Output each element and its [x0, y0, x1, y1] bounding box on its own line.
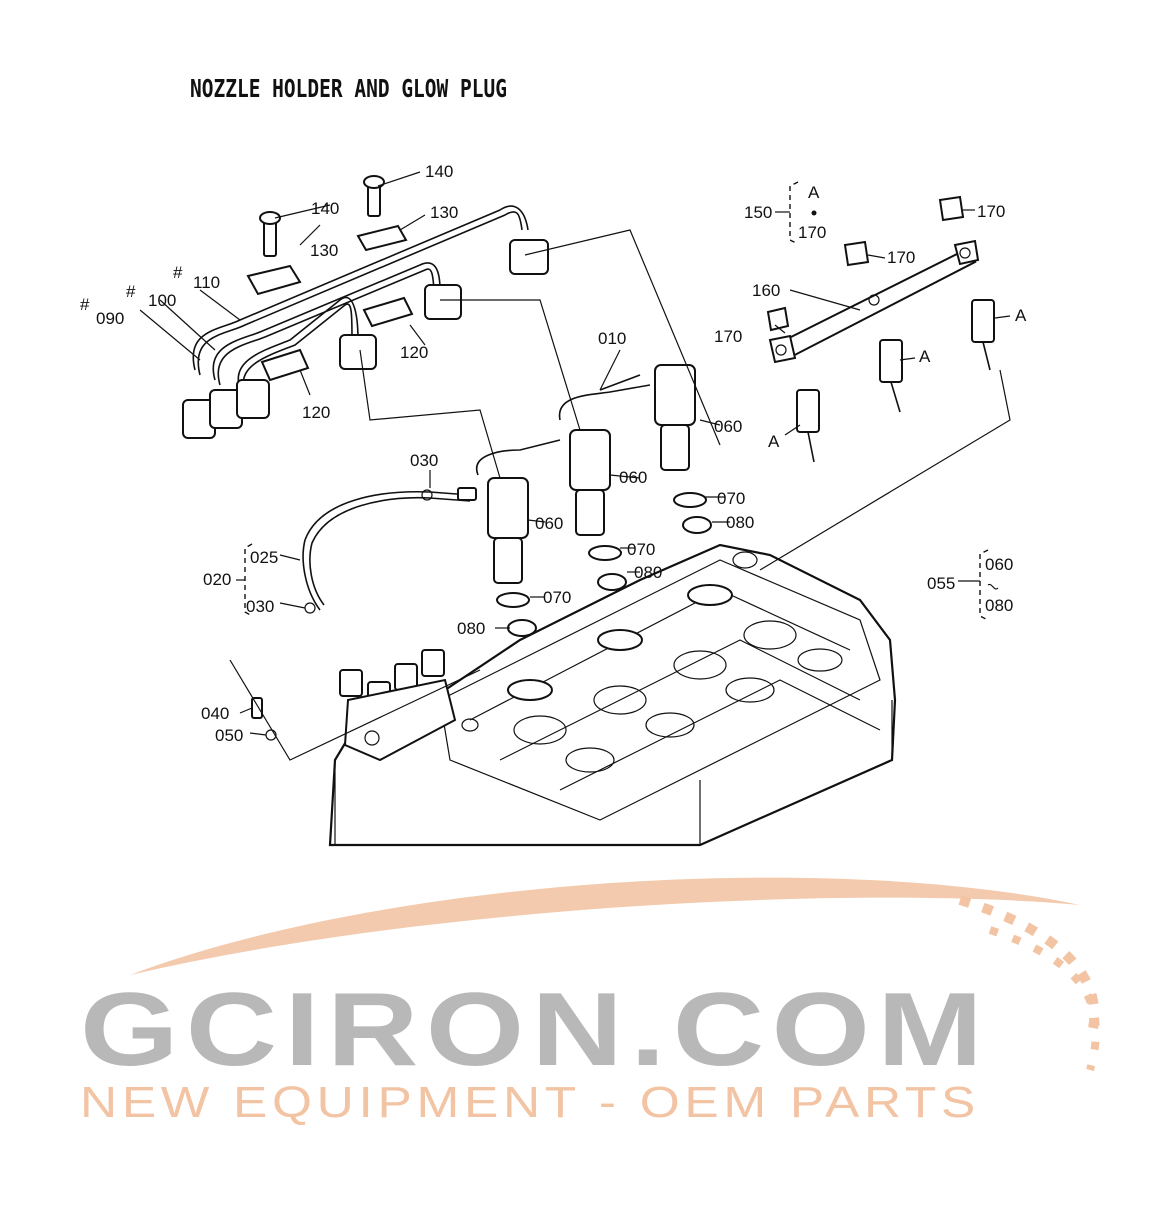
- callout-070-c: 070: [543, 588, 571, 607]
- callout-140-b: 140: [425, 162, 453, 181]
- nozzle-holders: [475, 364, 712, 637]
- injection-pipes: [182, 205, 549, 439]
- callout-010: 010: [598, 329, 626, 348]
- pipe-clamps: [246, 175, 414, 382]
- callout-055-top: 060: [985, 555, 1013, 574]
- callout-055: 055: [927, 574, 955, 593]
- callout-030-b: 030: [246, 597, 274, 616]
- callout-030-a: 030: [410, 451, 438, 470]
- callout-070-b: 070: [627, 540, 655, 559]
- glow-plug-assembly: [766, 195, 995, 463]
- callout-170-c: 170: [714, 327, 742, 346]
- callout-020: 020: [203, 570, 231, 589]
- callout-150: 150: [744, 203, 772, 222]
- callout-050: 050: [215, 726, 243, 745]
- gciron-logo: GCIRON.COM NEW EQUIPMENT - OEM PARTS: [80, 877, 1100, 1127]
- callout-080-a: 080: [726, 513, 754, 532]
- callout-hash-2: #: [126, 282, 136, 301]
- callout-150-a: A: [808, 183, 820, 202]
- callout-055-bottom: 080: [985, 596, 1013, 615]
- callout-080-c: 080: [457, 619, 485, 638]
- callout-080-b: 080: [634, 563, 662, 582]
- callout-130-a: 130: [310, 241, 338, 260]
- callout-060-c: 060: [535, 514, 563, 533]
- callout-070-a: 070: [717, 489, 745, 508]
- callout-140-a: 140: [311, 199, 339, 218]
- callout-170-a: 170: [977, 202, 1005, 221]
- callout-100: 100: [148, 291, 176, 310]
- callout-060-b: 060: [619, 468, 647, 487]
- callout-160: 160: [752, 281, 780, 300]
- leak-off-pipe: [251, 487, 477, 741]
- callout-a-2: A: [919, 347, 931, 366]
- callout-a-3: A: [768, 432, 780, 451]
- callout-170-b: 170: [887, 248, 915, 267]
- callout-120-a: 120: [400, 343, 428, 362]
- callout-060-a: 060: [714, 417, 742, 436]
- diagram-title: NOZZLE HOLDER AND GLOW PLUG: [190, 74, 507, 103]
- pump-outlets: [339, 649, 457, 762]
- leader-lines: [139, 171, 1011, 761]
- callout-labels: 140 140 130 130 # 110 # 100 # 090 120 12…: [80, 162, 1027, 745]
- logo-tagline: NEW EQUIPMENT - OEM PARTS: [80, 1078, 980, 1127]
- logo-wordmark: GCIRON.COM: [80, 972, 990, 1088]
- callout-120-b: 120: [302, 403, 330, 422]
- callout-130-b: 130: [430, 203, 458, 222]
- callout-a-1: A: [1015, 306, 1027, 325]
- callout-150-170: 170: [798, 223, 826, 242]
- callout-025: 025: [250, 548, 278, 567]
- callout-090: 090: [96, 309, 124, 328]
- callout-110: 110: [193, 273, 220, 292]
- callout-hash-3: #: [80, 295, 90, 314]
- callout-hash-1: #: [173, 263, 183, 282]
- callout-040: 040: [201, 704, 229, 723]
